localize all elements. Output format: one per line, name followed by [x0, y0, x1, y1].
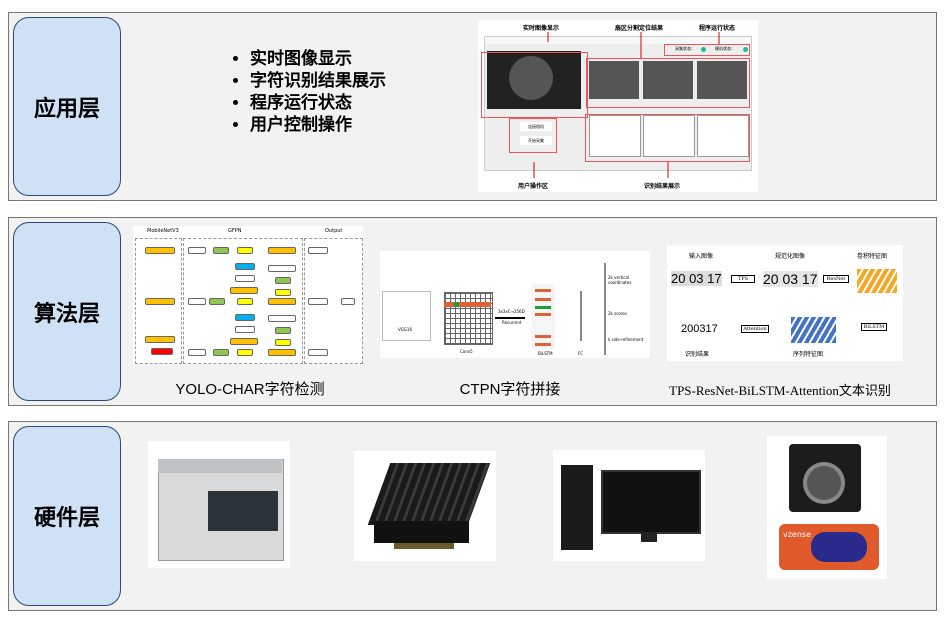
status-indicator [743, 47, 748, 52]
caption: CTPN字符拼接 [459, 381, 561, 398]
segment-image [697, 61, 747, 99]
application-layer: 应用层 [8, 12, 937, 201]
annotation-arrows [533, 32, 720, 178]
industrial-pc-image [553, 450, 705, 561]
caption: TPS-ResNet-BiLSTM-Attention文本识别 [669, 383, 891, 398]
conv-feature-map [857, 269, 897, 293]
input-image: 20 03 17 [671, 271, 722, 286]
status-label: 采集状态： [675, 46, 695, 51]
camera-logo: vzense [783, 530, 812, 539]
column-header: GFPN [228, 228, 242, 234]
caption: YOLO-CHAR字符检测 [175, 381, 325, 398]
segment-image [643, 61, 693, 99]
start-capture-button[interactable]: 开始采集 [520, 136, 552, 145]
connect-camera-button[interactable]: 连接相机 [520, 122, 552, 131]
bullet: 字符识别结果展示 [250, 70, 386, 92]
annotation: 扇区分割定位结果 [615, 25, 664, 32]
status-indicator [701, 47, 706, 52]
rectified-image: 20 03 17 [763, 271, 818, 287]
annotation: 识别结果展示 [644, 183, 681, 190]
bullet: 用户控制操作 [250, 114, 386, 136]
label: Recurrent [502, 320, 522, 325]
column-header: Output [325, 228, 343, 234]
camera-view [487, 51, 581, 109]
ctpn-diagram: VGG16 Conv5 3x3xC→256D Recurrent BiLSTM … [380, 251, 650, 358]
label: 序列特征图 [793, 351, 824, 358]
tps-box: TPS [731, 275, 755, 283]
annotation: 程序运行状态 [699, 25, 736, 32]
attention-box: Attention [741, 325, 769, 333]
edge-computer-image [354, 451, 496, 561]
layer-label: 应用层 [13, 17, 121, 196]
annotation: 实时图像显示 [523, 25, 560, 32]
segment-image [589, 61, 639, 99]
label: Conv5 [460, 349, 473, 354]
industrial-cameras-image: vzense [767, 436, 887, 579]
status-label: 模机状态： [715, 46, 735, 51]
label: FC [578, 351, 584, 356]
layer-label: 算法层 [13, 222, 121, 401]
label: VGG16 [398, 327, 413, 332]
column-header: MobileNetV3 [147, 228, 179, 234]
bilstm-box: BiLSTM [861, 323, 887, 331]
bullet: 实时图像显示 [250, 48, 386, 70]
plc-image [148, 441, 290, 568]
sequence-feature-map [791, 317, 836, 343]
label: 识别结果 [685, 351, 710, 358]
label: BiLSTM [538, 351, 553, 356]
app-screenshot: 实时图像显示 扇区分割定位结果 程序运行状态 连接相机 开始采集 采集状态： 模… [478, 20, 758, 192]
label: 卷积特征图 [857, 253, 888, 260]
label: 规范化图像 [775, 253, 806, 260]
label: 2k vertical coordinates [608, 275, 632, 285]
result-text: 200317 [681, 323, 718, 335]
bullet: 程序运行状态 [250, 92, 386, 114]
label: 输入图像 [689, 253, 714, 260]
resnet-box: ResNet [823, 275, 849, 283]
label: 3x3xC→256D [498, 309, 525, 314]
tps-resnet-diagram: 输入图像 规范化图像 卷积特征图 20 03 17 TPS 20 03 17 R… [667, 245, 903, 361]
feature-list: 实时图像显示 字符识别结果展示 程序运行状态 用户控制操作 [232, 48, 386, 136]
annotation: 用户操作区 [518, 183, 549, 190]
label: 2k scores [608, 311, 627, 316]
label: k side-refinement [608, 337, 644, 342]
yolo-char-diagram: MobileNetV3 GFPN Output [133, 226, 363, 364]
layer-label: 硬件层 [13, 426, 121, 606]
